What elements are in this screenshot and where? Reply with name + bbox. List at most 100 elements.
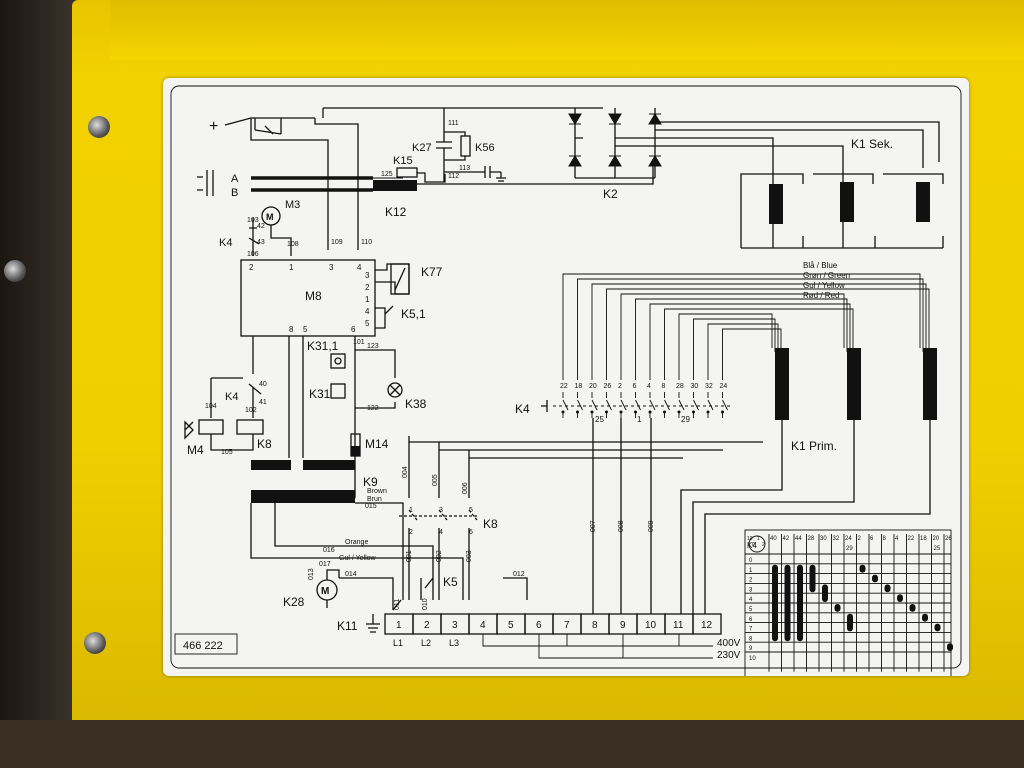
color-blue-label: Blå / Blue bbox=[803, 261, 838, 270]
chart-row-label: 10 bbox=[749, 656, 756, 662]
k31-switch bbox=[330, 383, 346, 399]
chart-row-label: 4 bbox=[749, 597, 753, 603]
k5-1-label: K5,1 bbox=[401, 307, 426, 321]
wire bbox=[326, 569, 340, 608]
chart-col-label: 18 bbox=[920, 536, 927, 542]
wire-number: 108 bbox=[287, 241, 299, 248]
k9-bar bbox=[251, 490, 355, 503]
color-green-label: Grøn / Green bbox=[803, 271, 850, 280]
chart-col-label: 26 bbox=[945, 536, 952, 542]
k4-contact-number: 6 bbox=[633, 383, 637, 390]
terminal-12 bbox=[692, 613, 722, 635]
k4-lead-32 bbox=[707, 323, 779, 380]
wire-number: 017 bbox=[319, 561, 331, 568]
terminal-number: 5 bbox=[365, 319, 370, 328]
chart-col-label: 28 bbox=[808, 536, 815, 542]
wire-number: 103 bbox=[247, 217, 259, 224]
wire-number: 40 bbox=[259, 381, 267, 388]
wire-number: 003 bbox=[466, 550, 473, 562]
wire-number: 42 bbox=[257, 223, 265, 230]
wire-number: 43 bbox=[257, 239, 265, 246]
chart-dial-icon bbox=[748, 535, 766, 553]
ground-capacitor bbox=[444, 166, 506, 182]
terminal-number: 1 bbox=[289, 263, 294, 272]
k56-resistor bbox=[460, 135, 471, 157]
wire bbox=[314, 118, 359, 250]
k4-actuator bbox=[541, 400, 548, 412]
wire-number: 016 bbox=[323, 547, 335, 554]
k4-contact-dot bbox=[677, 410, 681, 414]
l2-label: L2 bbox=[421, 638, 431, 648]
chart-col-label: 32 bbox=[833, 536, 840, 542]
contact-number: 3 bbox=[439, 507, 443, 514]
a-label: A bbox=[231, 173, 239, 185]
wire-number: 010 bbox=[422, 598, 429, 610]
chart-col-label: 2 bbox=[858, 536, 862, 542]
k4-lead-2 bbox=[620, 293, 845, 380]
jumper-wires bbox=[482, 634, 713, 659]
wire-number: 012 bbox=[513, 571, 525, 578]
chart-col-label: 24 bbox=[845, 536, 852, 542]
k4-contact bbox=[693, 392, 699, 418]
k1-prim-leads bbox=[680, 420, 931, 614]
k4-top-label: K4 bbox=[219, 237, 232, 249]
v230-label: 230V bbox=[717, 650, 741, 661]
brown-label: Brown bbox=[367, 488, 387, 495]
chart-col-label: 6 bbox=[870, 536, 874, 542]
wire bbox=[252, 218, 292, 256]
contactor-bar bbox=[251, 460, 291, 470]
k4-contact bbox=[722, 392, 728, 418]
wire bbox=[444, 131, 466, 161]
wiring-diagram: + A B K15 125 K12 K27 111 112 K56 113 bbox=[170, 85, 962, 676]
wire-number: 1 bbox=[637, 415, 642, 424]
k56-label: K56 bbox=[475, 142, 495, 154]
terminal-number: 7 bbox=[564, 620, 570, 631]
chart-bar bbox=[897, 594, 903, 602]
terminal-number: 4 bbox=[365, 307, 370, 316]
chart-frame bbox=[744, 529, 952, 676]
wire-number: 101 bbox=[353, 339, 365, 346]
wire bbox=[417, 162, 654, 185]
wire-number: 008 bbox=[618, 520, 625, 532]
chart-bar bbox=[922, 613, 928, 622]
wire bbox=[210, 434, 254, 451]
wire bbox=[210, 336, 254, 418]
k1-sek-coil bbox=[916, 182, 930, 222]
chart-bar bbox=[947, 643, 953, 651]
wire-number: 013 bbox=[308, 568, 315, 580]
k4-color-leads bbox=[562, 273, 930, 380]
wire-number: 007 bbox=[590, 520, 597, 532]
l3-label: L3 bbox=[449, 638, 459, 648]
wire-number: 110 bbox=[361, 239, 372, 246]
contact-number: 6 bbox=[469, 529, 473, 536]
k5-1-switch bbox=[375, 305, 394, 329]
k4-mid-label: K4 bbox=[225, 391, 238, 403]
k8-right-contacts bbox=[399, 509, 479, 521]
wire bbox=[575, 137, 774, 168]
contact-number: 4 bbox=[439, 529, 443, 536]
gul-yellow-label: Gul / Yellow bbox=[339, 555, 377, 562]
brun-label: Brun bbox=[367, 496, 382, 503]
terminal-number: 1 bbox=[396, 620, 402, 631]
k8-right-label: K8 bbox=[483, 517, 498, 531]
wire-number: 109 bbox=[331, 239, 343, 246]
wire bbox=[409, 441, 763, 459]
floor bbox=[0, 720, 1024, 768]
yellow-panel-top bbox=[110, 0, 1024, 60]
k4-contact-number: 32 bbox=[705, 383, 713, 390]
wire bbox=[615, 129, 924, 168]
wire-number: 015 bbox=[365, 503, 377, 510]
k4-contact-number: 4 bbox=[647, 383, 651, 390]
switch-symbol bbox=[254, 118, 282, 135]
k38-cross bbox=[389, 384, 401, 396]
k4-contact-dot bbox=[706, 410, 710, 414]
wire-number: 001 bbox=[406, 550, 413, 562]
chart-bar bbox=[859, 564, 866, 573]
k4-contact-dot bbox=[576, 410, 579, 414]
k77-wiring bbox=[375, 263, 410, 295]
chart-col-label: 42 bbox=[783, 536, 790, 542]
k4-lead-4 bbox=[649, 303, 851, 380]
wire-number: 111 bbox=[448, 120, 459, 127]
k31-1-contact bbox=[334, 357, 342, 365]
